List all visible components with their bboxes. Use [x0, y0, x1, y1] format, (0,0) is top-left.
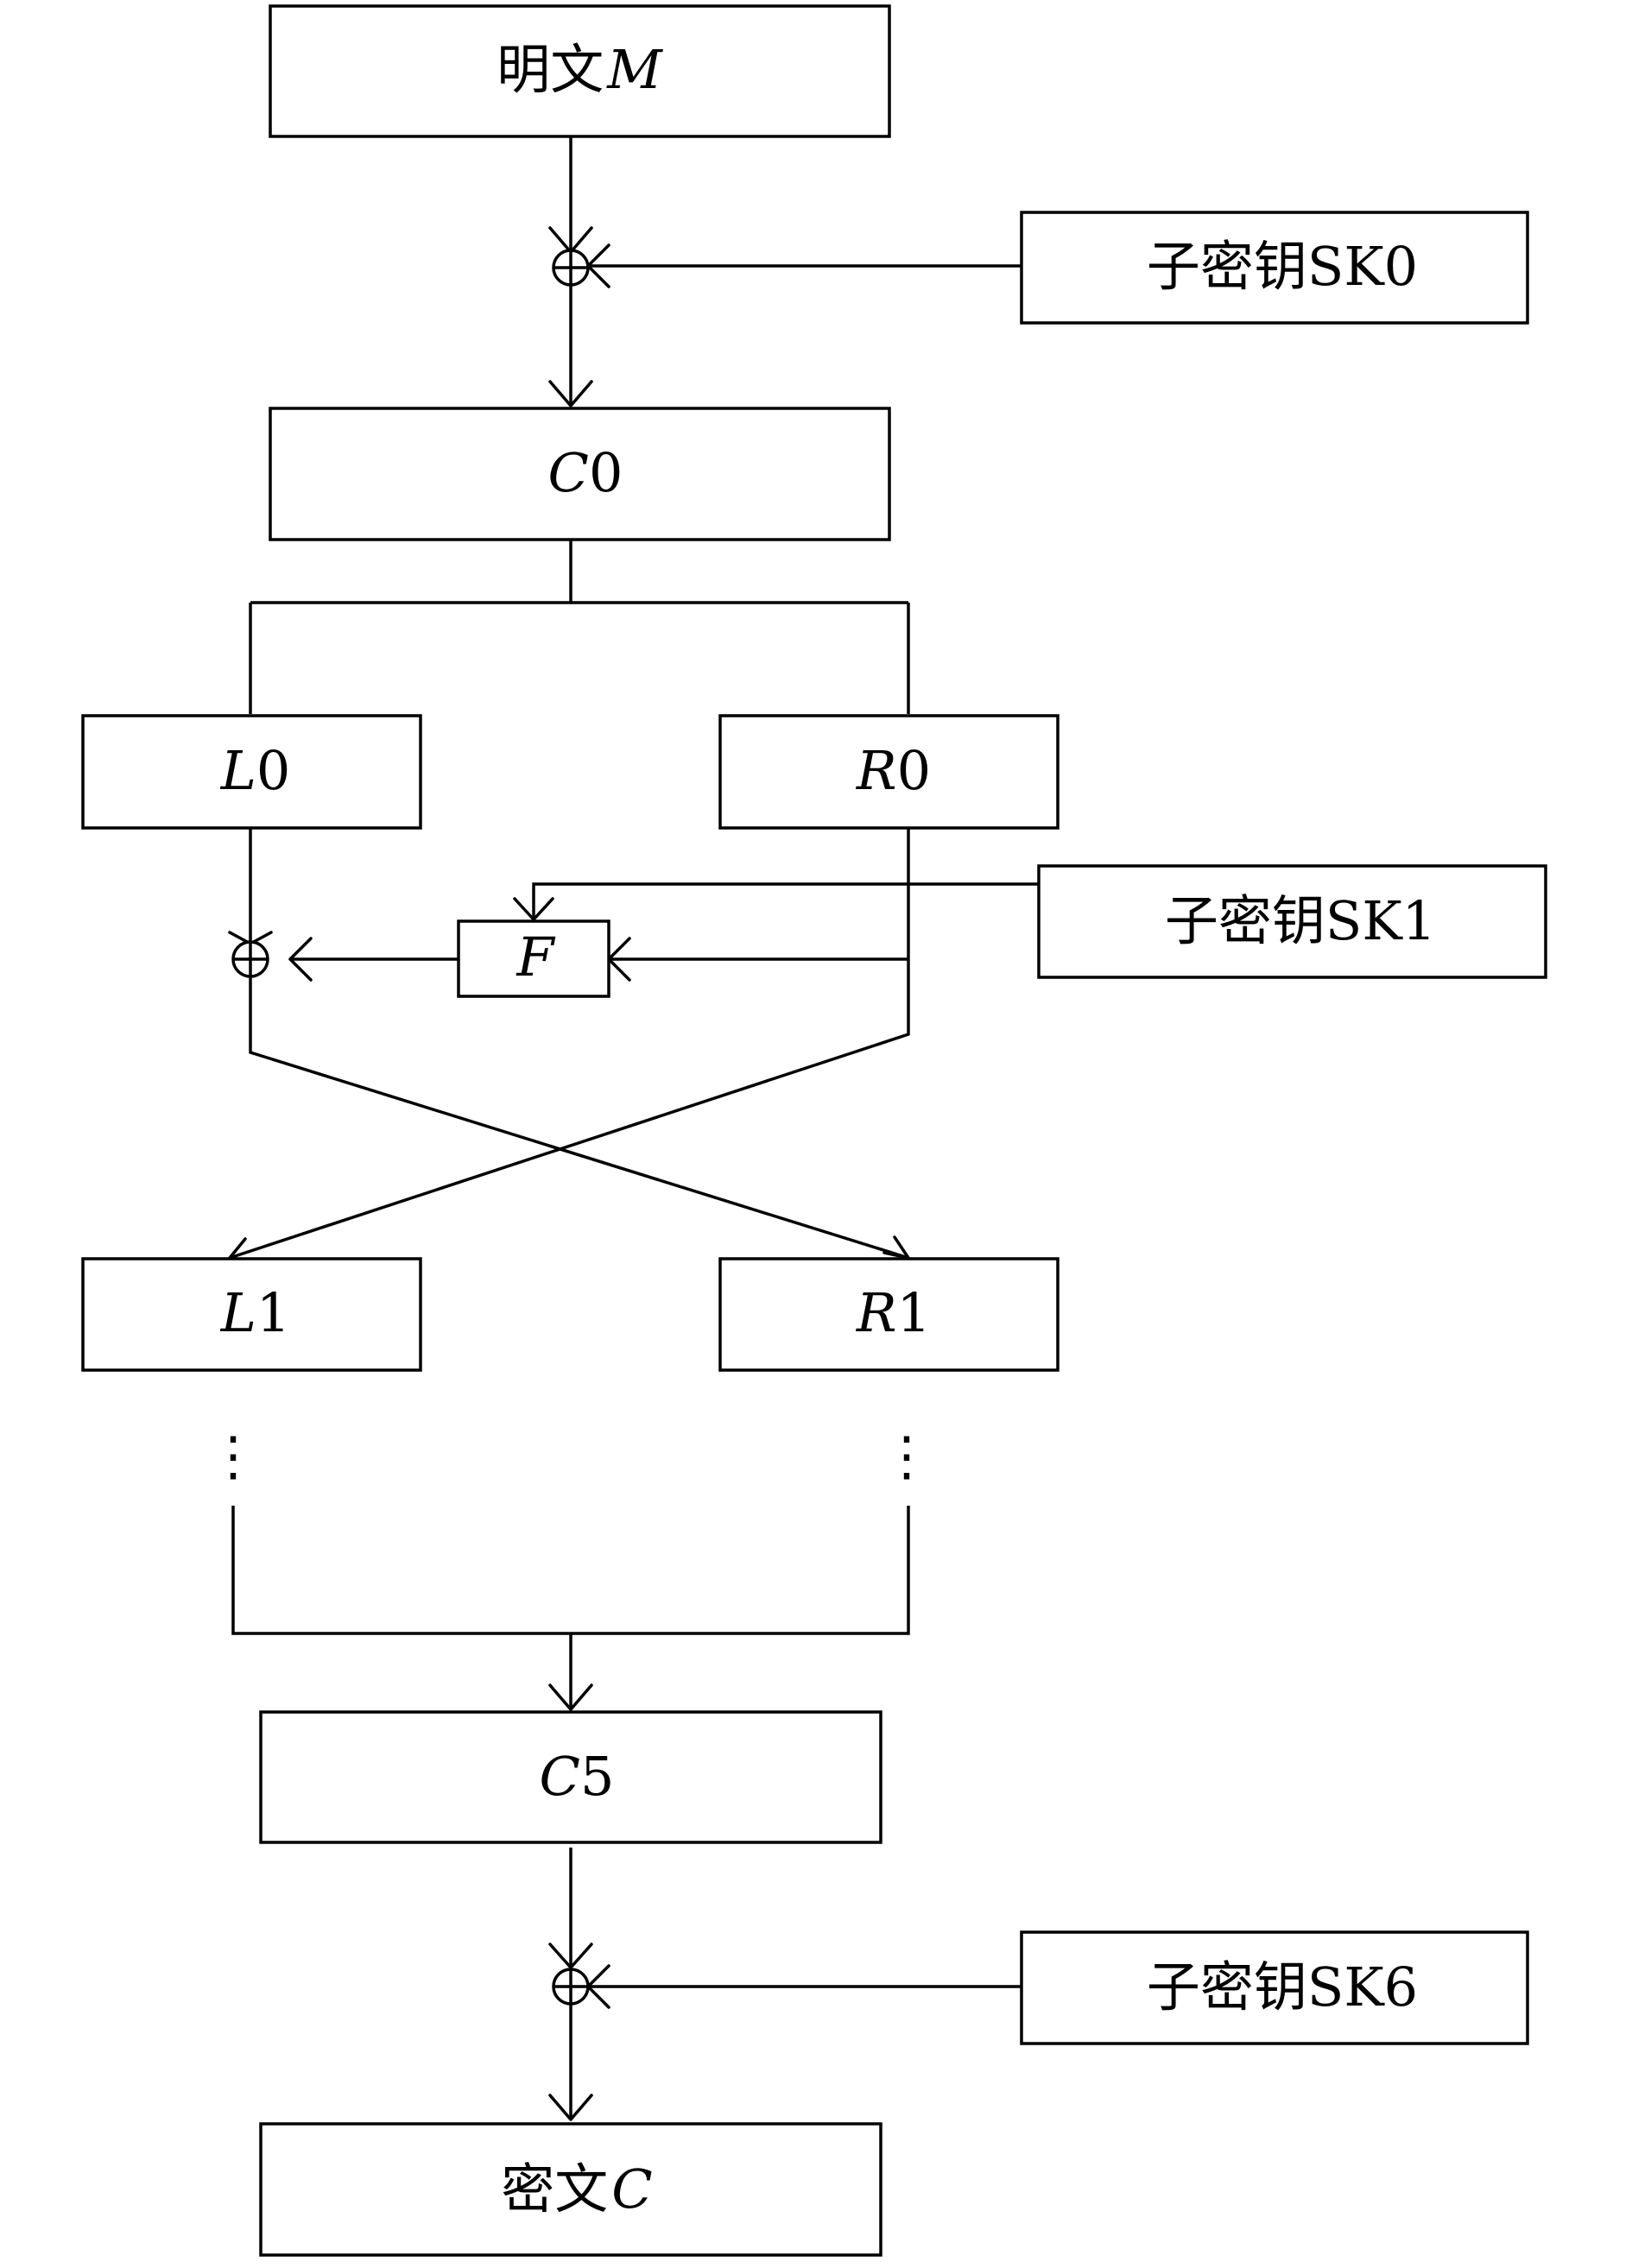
- edge-r0-to-l1: [229, 828, 910, 1260]
- arrowhead-into-c0: [548, 380, 593, 407]
- l1-rect: [81, 1257, 422, 1372]
- c0-label: C0: [548, 441, 623, 504]
- f-function-label: F: [516, 926, 555, 989]
- r1-box: R1: [718, 1257, 1060, 1372]
- arrowhead-into-xor1: [288, 937, 313, 982]
- l0-label: L0: [220, 739, 291, 802]
- ciphertext-rect: [259, 2122, 882, 2257]
- subkey-sk6-rect: [1020, 1930, 1529, 2045]
- c5-box: C5: [259, 1710, 882, 1844]
- xor-node-0: [552, 249, 590, 287]
- subkey-sk1-box: 子密钥SK1: [1037, 864, 1547, 979]
- ellipsis-right: ⋮: [880, 1425, 933, 1488]
- c0-box: C0: [269, 407, 891, 541]
- subkey-sk0-box: 子密钥SK0: [1020, 211, 1529, 325]
- subkey-sk0-rect: [1020, 211, 1529, 325]
- c5-rect: [259, 1710, 882, 1844]
- edge-c0-split: [249, 540, 910, 714]
- edge-l0-to-r1: [249, 828, 909, 1260]
- subkey-sk1-label: 子密钥SK1: [1165, 889, 1436, 952]
- edge-key1-to-f: [532, 882, 1039, 919]
- l1-label: L1: [220, 1281, 291, 1344]
- ellipsis-right-glyph: ⋮: [880, 1425, 933, 1488]
- r0-box: R0: [718, 714, 1060, 830]
- subkey-sk6-box: 子密钥SK6: [1020, 1930, 1529, 2045]
- subkey-sk0-label: 子密钥SK0: [1147, 235, 1418, 298]
- c0-rect: [269, 407, 891, 541]
- r1-label: R1: [856, 1281, 931, 1344]
- ciphertext-label: 密文C: [501, 2157, 652, 2221]
- c5-label: C5: [540, 1745, 615, 1808]
- plaintext-box: 明文M: [269, 4, 891, 138]
- ellipsis-left: ⋮: [206, 1425, 260, 1488]
- ellipsis-left-glyph: ⋮: [206, 1425, 260, 1488]
- subkey-sk6-label: 子密钥SK6: [1147, 1955, 1418, 2018]
- xor-node-6: [552, 1968, 590, 2006]
- r1-rect: [718, 1257, 1060, 1372]
- l0-box: L0: [81, 714, 422, 830]
- xor-node-1: [231, 940, 269, 978]
- subkey-sk1-rect: [1037, 864, 1547, 979]
- l0-rect: [81, 714, 422, 830]
- plaintext-rect: [269, 4, 891, 138]
- arrowhead-into-ciphertext: [548, 2094, 593, 2121]
- l1-box: L1: [81, 1257, 422, 1372]
- f-function-rect: [457, 919, 610, 998]
- arrowhead-into-r1: [882, 1235, 910, 1260]
- connectors: [229, 136, 1039, 2120]
- arrowhead-into-xor6-top: [548, 1943, 593, 1969]
- plaintext-label: 明文M: [497, 38, 663, 101]
- r0-label: R0: [856, 739, 931, 802]
- f-function-box: F: [457, 919, 610, 998]
- edge-join-to-c5: [231, 1506, 910, 1709]
- ciphertext-box: 密文C: [259, 2122, 882, 2257]
- arrowhead-into-f-top: [513, 897, 554, 921]
- arrowhead-into-c5: [548, 1684, 593, 1711]
- r0-rect: [718, 714, 1060, 830]
